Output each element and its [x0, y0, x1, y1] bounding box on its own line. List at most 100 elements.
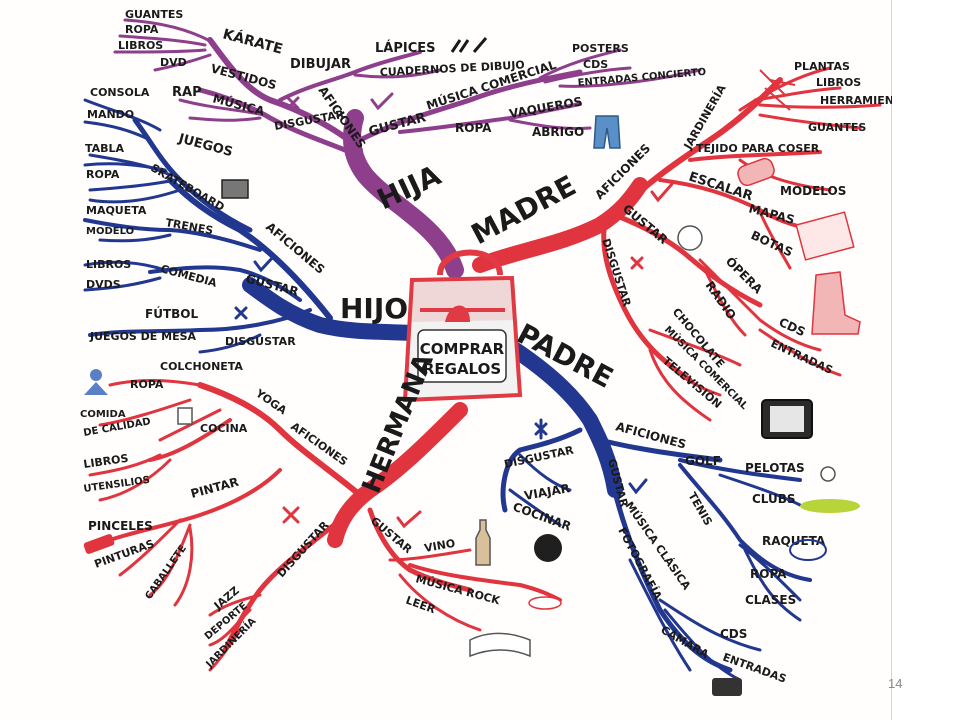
check-icon [370, 92, 394, 111]
check-icon [650, 182, 674, 203]
cross-icon [534, 418, 548, 440]
cross-icon [630, 256, 644, 270]
label-madre-gustar: GUSTAR [620, 202, 670, 247]
label-modelos: MODELOS [780, 184, 846, 198]
yoga-body-icon [84, 382, 108, 395]
label-rap: RAP [172, 85, 202, 100]
label-clubs: CLUBS [752, 492, 796, 506]
label-consola: CONSOLA [90, 86, 150, 99]
label-hijo-aficiones: AFICIONES [263, 220, 327, 277]
fabric-icon [737, 157, 775, 187]
label-posters: POSTERS [572, 42, 629, 55]
branch-hijo: HIJO [340, 292, 408, 325]
slide-edge-divider [891, 0, 892, 720]
label-abrigo: ABRIGO [532, 125, 584, 139]
label-comida: COMIDA [80, 409, 126, 420]
boot-icon [811, 271, 861, 335]
center-line-1: COMPRAR [420, 340, 505, 358]
label-juegos-mesa: JUEGOS DE MESA [89, 330, 197, 343]
label-lapices: LÁPICES [375, 40, 436, 56]
paint-tube-icon [83, 534, 115, 554]
racket-icon [789, 539, 827, 561]
hija-branches [113, 18, 702, 279]
label-herramientas: HERRAMIENT [820, 94, 892, 107]
label-hijo-disgustar: DISGUSTAR [225, 335, 296, 348]
map-icon [795, 211, 855, 261]
label-dvds: DVDS [86, 278, 121, 291]
label-juegos: JUEGOS [176, 131, 234, 160]
label-botas: BOTAS [749, 228, 795, 260]
label-gustar: GUSTAR [367, 110, 427, 140]
label-vaqueros: VAQUEROS [508, 94, 583, 121]
cross-icon [234, 306, 248, 320]
label-pintar: PINTAR [189, 475, 240, 501]
center-line-2: REGALOS [423, 360, 501, 378]
label-ropa-2: ROPA [455, 121, 492, 135]
label-vestidos: VESTIDOS [209, 61, 278, 92]
yoga-figure-icon [90, 369, 102, 381]
hermana-branches [88, 379, 562, 672]
cross-icon [282, 506, 300, 524]
label-golf: GOLF [685, 454, 721, 468]
label-hijo-libros: LIBROS [86, 258, 131, 271]
illustrations [83, 37, 861, 696]
check-icon [253, 254, 276, 273]
label-pinceles: PINCELES [88, 519, 153, 533]
label-hermana-disgustar: DISGUSTAR [275, 518, 332, 580]
label-clases: CLASES [745, 593, 796, 607]
label-utensilios: UTENSILIOS [83, 475, 151, 495]
label-hermana-ropa: ROPA [130, 378, 164, 391]
label-dvd: DVD [160, 56, 187, 69]
label-mapas: MAPAS [747, 201, 796, 227]
label-vino: VINO [423, 537, 456, 555]
label-karate: KÁRATE [221, 25, 285, 57]
label-cocina: COCINA [200, 422, 248, 435]
label-hermana-libros: LIBROS [83, 452, 130, 471]
label-libros: LIBROS [118, 39, 163, 52]
label-guantes: GUANTES [125, 8, 183, 21]
label-camara: CÁMARA [659, 623, 712, 661]
wine-bottle-icon [475, 519, 491, 566]
jar-icon [177, 407, 193, 425]
label-madre-disgustar: DISGUSTAR [599, 237, 633, 309]
label-mando: MANDO [87, 108, 134, 121]
frying-pan-icon [534, 534, 562, 562]
television-screen [770, 406, 804, 432]
cross-icon [286, 96, 300, 110]
madre-branches [472, 66, 882, 422]
golf-green-icon [800, 499, 860, 513]
label-colchoneta: COLCHONETA [160, 360, 243, 373]
page-number: 14 [888, 676, 903, 691]
label-maqueta: MAQUETA [86, 204, 147, 217]
label-radio: RADIO [703, 279, 739, 322]
label-padre-ropa: ROPA [750, 567, 787, 581]
gift-bag-icon [402, 249, 523, 403]
label-cds: CDS [583, 58, 608, 71]
label-skateboard: SKATEBOARD [149, 161, 227, 214]
marks [234, 92, 674, 529]
check-icon [628, 478, 648, 495]
console-icon [221, 179, 249, 199]
label-plantas: PLANTAS [794, 60, 850, 73]
label-tejido: TEJIDO PARA COSER [696, 142, 820, 155]
label-modelo: MODELO [86, 226, 134, 237]
label-hijo-ropa: ROPA [86, 168, 120, 181]
label-viajar: VIAJAR [523, 481, 571, 503]
book-icon [469, 632, 531, 658]
padre-branches [492, 332, 812, 682]
mind-map: COMPRAR REGALOS HIJA MADRE HIJO PADRE HE… [80, 8, 892, 696]
label-tabla: TABLA [85, 142, 125, 155]
label-ropa: ROPA [125, 23, 159, 36]
label-padre-cds: CDS [720, 627, 747, 641]
label-pelotas: PELOTAS [745, 461, 805, 475]
label-dibujar: DIBUJAR [290, 57, 351, 72]
label-madre-libros: LIBROS [816, 76, 861, 89]
label-cocinar: COCINAR [511, 500, 573, 534]
label-madre-guantes: GUANTES [808, 121, 866, 134]
jeans-icon [593, 115, 621, 149]
label-futbol: FÚTBOL [145, 306, 198, 321]
label-raqueta: RAQUETA [762, 534, 826, 548]
check-icon [396, 510, 422, 529]
gardening-icon [759, 69, 796, 111]
opera-singer-icon [677, 225, 703, 251]
